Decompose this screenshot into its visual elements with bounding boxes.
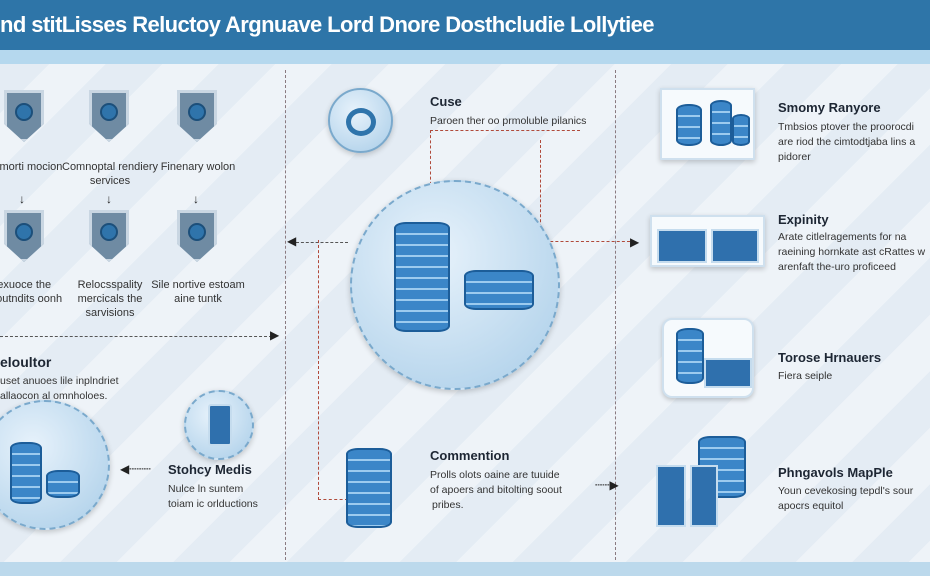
arrow-right-icon: ┄┄▶ bbox=[595, 478, 619, 492]
connector-line bbox=[318, 240, 348, 500]
section-text: allaocon al omnholoes. bbox=[0, 390, 108, 402]
item-title: Phngavols MapPle bbox=[778, 465, 893, 480]
case-text: Paroen ther oo prmoluble pilanics bbox=[430, 115, 587, 127]
divider-left bbox=[285, 70, 286, 560]
server-icon bbox=[656, 465, 686, 527]
device-icon bbox=[177, 210, 217, 262]
leaf-icon bbox=[177, 90, 217, 142]
arrow-down-icon: ↓ bbox=[19, 192, 25, 206]
commention-text: of apoers and bitolting soout bbox=[430, 484, 562, 496]
item-text: arenfaft the-uro proficeed bbox=[778, 261, 896, 273]
item-text: Tmbsios ptover the proorocdi bbox=[778, 121, 914, 133]
storage-title: Stohcy Medis bbox=[168, 462, 252, 477]
arrow-down-icon: ↓ bbox=[193, 192, 199, 206]
feature-label: lexuoce the pooutndits oonh bbox=[0, 279, 63, 305]
item-text: raeining hornkate ast cRattes w bbox=[778, 246, 926, 258]
arrow-right-icon: ▶ bbox=[630, 235, 640, 249]
item-text: Arate citlelragements for na bbox=[778, 231, 907, 243]
item-title: Smomy Ranyore bbox=[778, 100, 881, 115]
server-rack-icon bbox=[184, 390, 254, 460]
storage-text: toiam ic orlductions bbox=[168, 498, 258, 510]
footer-strip bbox=[0, 562, 930, 576]
header-strip bbox=[0, 50, 930, 64]
arrow-left-icon: ◀┄┄┄ bbox=[120, 462, 151, 476]
item-text: Fiera seiple bbox=[778, 370, 833, 382]
item-text: apocrs equitol bbox=[778, 500, 844, 512]
dashboard-panels-icon bbox=[650, 215, 765, 267]
page-title: nd stitLisses Reluctoy Argnuave Lord Dno… bbox=[0, 12, 655, 37]
case-title: Cuse bbox=[430, 94, 462, 109]
database-cluster-icon bbox=[0, 400, 110, 530]
item-text: are riod the cimtodtjaba lins a bbox=[778, 136, 916, 148]
commention-text: Prolls olots oaine are tuuide bbox=[430, 469, 560, 481]
feature-label: Relocsspality mercicals the sarvisions bbox=[77, 279, 143, 319]
database-icon bbox=[346, 448, 392, 528]
sync-icon bbox=[328, 88, 393, 153]
feature-label: Finenary wolon bbox=[160, 161, 236, 173]
header-bar: nd stitLisses Reluctoy Argnuave Lord Dno… bbox=[0, 0, 930, 50]
arrow-down-icon: ↓ bbox=[106, 192, 112, 206]
feature-label: Diltmorti mocion bbox=[0, 161, 63, 173]
database-hub-icon bbox=[350, 180, 560, 390]
arrow-right-icon: ▶ bbox=[270, 328, 280, 342]
item-text: pidorer bbox=[778, 151, 811, 163]
connector-line bbox=[0, 336, 272, 337]
commention-text: pribes. bbox=[432, 499, 464, 511]
machine-icon bbox=[4, 210, 44, 262]
triangle-icon bbox=[89, 210, 129, 262]
section-text: uset anuoes lile inplndriet bbox=[0, 375, 119, 387]
network-icon bbox=[89, 90, 129, 142]
divider-right bbox=[615, 70, 616, 560]
connector-line bbox=[296, 242, 348, 243]
server-icon bbox=[690, 465, 718, 527]
section-title: eloultor bbox=[0, 354, 52, 370]
feature-label: Sile nortive estoam aine tuntk bbox=[151, 279, 245, 305]
arrow-left-icon: ◀ bbox=[287, 234, 297, 248]
connector-line bbox=[540, 140, 630, 242]
item-title: Expinity bbox=[778, 212, 829, 227]
connector-line bbox=[430, 130, 580, 190]
globe-icon bbox=[4, 90, 44, 142]
item-text: Youn cevekosing tepdl's sour bbox=[778, 485, 914, 497]
item-title: Torose Hrnauers bbox=[778, 350, 882, 365]
storage-text: Nulce ln suntem bbox=[168, 483, 244, 495]
storage-containers-icon bbox=[660, 88, 755, 160]
commention-title: Commention bbox=[430, 448, 510, 463]
database-monitor-icon bbox=[662, 318, 754, 398]
feature-label: Comnoptal rendiery services bbox=[62, 161, 158, 187]
